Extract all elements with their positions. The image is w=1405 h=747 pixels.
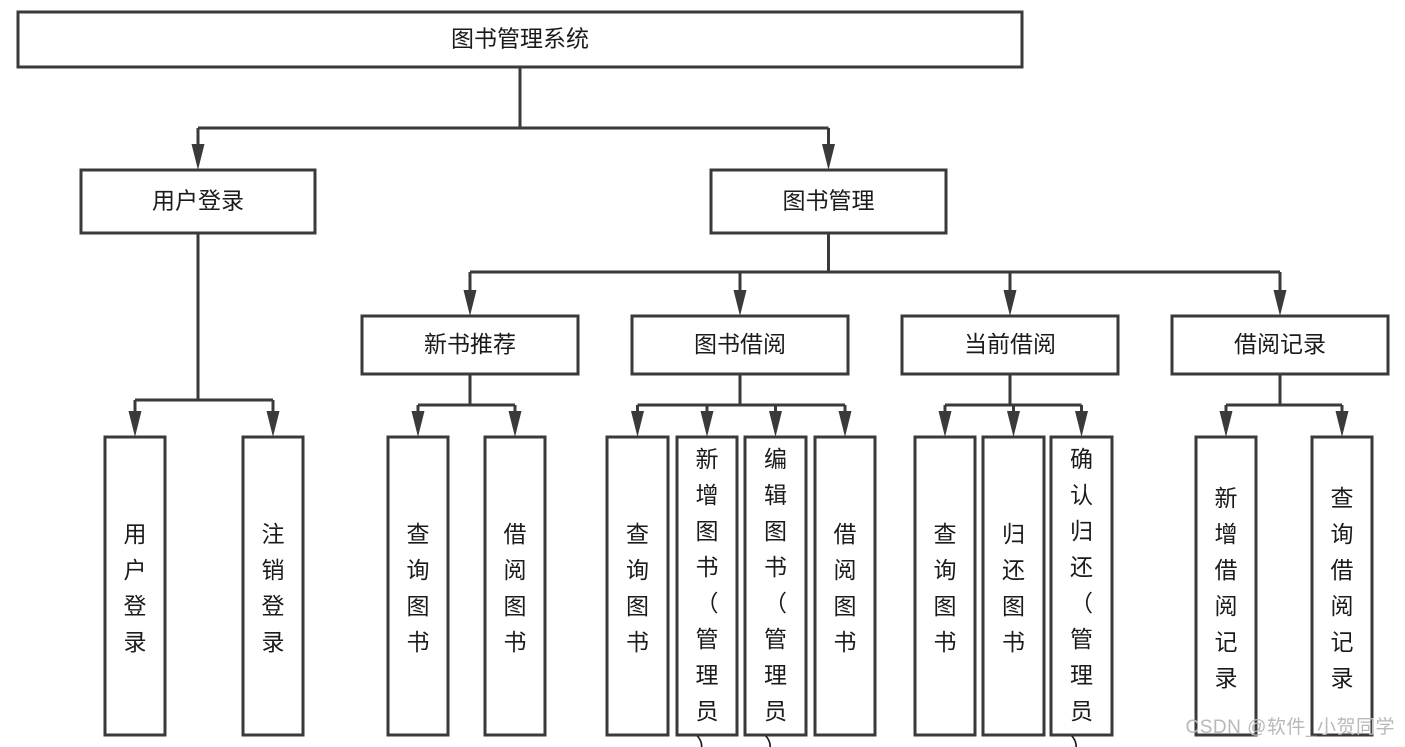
node-box xyxy=(900,314,1120,376)
node-leaf-edit-book[interactable]: 编辑图书（管理员） xyxy=(743,435,808,747)
arrow-head-icon xyxy=(1335,411,1349,437)
node-layer: 图书管理系统用户登录图书管理新书推荐图书借阅当前借阅借阅记录用户登录注销登录查询… xyxy=(16,10,1390,747)
node-box xyxy=(675,435,739,737)
node-box xyxy=(79,168,317,235)
node-box xyxy=(241,435,305,737)
node-leaf-borrow-book-2[interactable]: 借阅图书 xyxy=(813,435,877,737)
node-label: 查询图书 xyxy=(934,521,957,655)
node-label: 图书借阅 xyxy=(694,331,786,357)
node-label: 查询图书 xyxy=(626,521,649,655)
node-label: 用户登录 xyxy=(124,521,147,655)
arrow-head-icon xyxy=(508,411,522,437)
arrow-head-icon xyxy=(700,411,714,437)
node-label: 查询图书 xyxy=(407,521,430,655)
node-label: 注销登录 xyxy=(262,521,285,655)
arrow-head-icon xyxy=(1007,411,1020,437)
arrow-head-icon xyxy=(463,290,477,316)
node-root[interactable]: 图书管理系统 xyxy=(16,10,1024,69)
arrow-head-icon xyxy=(938,411,952,437)
node-box xyxy=(630,314,850,376)
node-label: 借阅记录 xyxy=(1234,331,1326,357)
node-box xyxy=(1049,435,1114,737)
node-label: 查询借阅记录 xyxy=(1331,485,1354,691)
node-leaf-query-book-3[interactable]: 查询图书 xyxy=(913,435,977,737)
node-user-login[interactable]: 用户登录 xyxy=(79,168,317,235)
node-label: 确认归还（管理员） xyxy=(1070,446,1093,747)
node-label: 图书管理系统 xyxy=(451,26,589,52)
node-book-borrow[interactable]: 图书借阅 xyxy=(630,314,850,376)
node-leaf-return-book[interactable]: 归还图书 xyxy=(981,435,1046,737)
node-box xyxy=(360,314,580,376)
node-leaf-user-login[interactable]: 用户登录 xyxy=(103,435,167,737)
arrow-head-icon xyxy=(631,411,644,437)
node-label: 新增借阅记录 xyxy=(1215,485,1238,691)
node-label: 用户登录 xyxy=(152,188,244,214)
node-box xyxy=(813,435,877,737)
node-leaf-query-book-2[interactable]: 查询图书 xyxy=(605,435,670,737)
node-label: 新书推荐 xyxy=(424,331,516,357)
node-box xyxy=(605,435,670,737)
arrow-head-icon xyxy=(128,411,142,437)
node-leaf-confirm-return[interactable]: 确认归还（管理员） xyxy=(1049,435,1114,747)
arrow-head-icon xyxy=(1003,290,1017,316)
node-label: 当前借阅 xyxy=(964,331,1056,357)
node-label: 图书管理 xyxy=(783,188,875,214)
node-label: 借阅图书 xyxy=(504,521,527,655)
arrow-head-icon xyxy=(838,411,852,437)
arrow-head-icon xyxy=(191,144,205,170)
node-leaf-logout[interactable]: 注销登录 xyxy=(241,435,305,737)
node-box xyxy=(913,435,977,737)
arrow-head-icon xyxy=(266,411,280,437)
node-box xyxy=(1310,435,1374,737)
node-borrow-record[interactable]: 借阅记录 xyxy=(1170,314,1390,376)
arrow-head-icon xyxy=(733,290,747,316)
arrow-head-icon xyxy=(411,411,425,437)
arrow-head-icon xyxy=(1219,411,1233,437)
arrow-head-icon xyxy=(1075,411,1088,437)
node-leaf-add-record[interactable]: 新增借阅记录 xyxy=(1194,435,1258,737)
node-leaf-borrow-book-1[interactable]: 借阅图书 xyxy=(483,435,547,737)
node-label: 归还图书 xyxy=(1002,521,1025,655)
node-leaf-query-book-1[interactable]: 查询图书 xyxy=(386,435,450,737)
node-book-manage[interactable]: 图书管理 xyxy=(709,168,948,235)
node-label: 借阅图书 xyxy=(834,521,857,655)
node-box xyxy=(483,435,547,737)
arrow-head-icon xyxy=(769,411,782,437)
node-box xyxy=(386,435,450,737)
node-box xyxy=(1170,314,1390,376)
node-box xyxy=(981,435,1046,737)
node-box xyxy=(16,10,1024,69)
arrow-head-icon xyxy=(1273,290,1287,316)
node-leaf-query-record[interactable]: 查询借阅记录 xyxy=(1310,435,1374,737)
node-box xyxy=(103,435,167,737)
node-label: 新增图书（管理员） xyxy=(696,446,719,747)
arrow-head-icon xyxy=(822,144,835,170)
connector-layer xyxy=(128,67,1349,437)
node-label: 编辑图书（管理员） xyxy=(764,446,787,747)
node-new-book-rec[interactable]: 新书推荐 xyxy=(360,314,580,376)
node-leaf-add-book[interactable]: 新增图书（管理员） xyxy=(675,435,739,747)
node-box xyxy=(743,435,808,737)
node-box xyxy=(1194,435,1258,737)
node-current-borrow[interactable]: 当前借阅 xyxy=(900,314,1120,376)
node-box xyxy=(709,168,948,235)
